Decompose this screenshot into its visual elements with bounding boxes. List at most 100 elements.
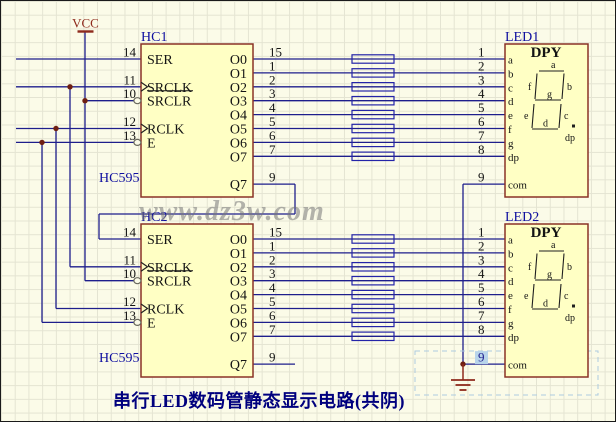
pin-letter-label: d <box>508 276 514 288</box>
pin-letter-label: g <box>508 138 514 150</box>
pin-number-label: 8 <box>478 322 485 337</box>
resistor[interactable] <box>351 151 395 162</box>
pin-letter-label: dp <box>508 332 520 344</box>
pin-number-label: 15 <box>269 225 282 240</box>
segment-line <box>558 103 562 129</box>
pin-letter-label: f <box>508 124 512 136</box>
pin-letter-label: b <box>508 248 514 260</box>
junction-dot <box>460 361 466 367</box>
schematic-title: 串行LED数码管静态显示电路(共阴) <box>113 391 405 411</box>
segment-label: a <box>551 60 556 71</box>
chip-designator-label: HC2 <box>141 210 167 225</box>
pin-letter-label: e <box>508 110 513 122</box>
pin-name-label: SER <box>147 53 173 68</box>
segment-label: b <box>567 82 572 93</box>
pin-name-label: O5 <box>230 123 247 138</box>
hc595-chip-body[interactable] <box>140 223 254 378</box>
inversion-bubble-icon <box>133 318 142 326</box>
pin-name-label: O6 <box>230 136 247 151</box>
seven-segment-display-body[interactable] <box>504 43 589 198</box>
pin-number-label: 13 <box>123 128 136 143</box>
inversion-bubble-icon <box>133 138 142 146</box>
pin-number-label: 4 <box>478 86 485 101</box>
resistor[interactable] <box>351 331 395 342</box>
segment-label: c <box>564 111 569 122</box>
segment-label: c <box>564 291 569 302</box>
clock-edge-icon <box>140 261 149 272</box>
pin-name-label: O7 <box>230 150 247 165</box>
display-designator-label: LED1 <box>505 30 539 45</box>
pin-number-label: 11 <box>123 72 136 87</box>
pin-number-highlight <box>475 351 488 365</box>
pin-name-label: O0 <box>230 53 247 68</box>
resistor[interactable] <box>351 262 395 272</box>
display-part-label: DPY <box>531 45 562 61</box>
resistor[interactable] <box>351 303 395 314</box>
pin-number-label: 7 <box>269 322 276 337</box>
segment-label: a <box>551 240 556 251</box>
pin-letter-label: a <box>508 235 513 247</box>
segment-line <box>534 253 538 280</box>
pin-letter-label: d <box>508 96 514 108</box>
segment-label: b <box>567 262 572 273</box>
pin-name-label: Q7 <box>230 178 247 193</box>
hc595-chip-body[interactable] <box>140 43 254 198</box>
clock-edge-icon <box>140 123 149 134</box>
pin-number-label: 9 <box>478 170 485 185</box>
pin-number-label: 12 <box>123 294 136 309</box>
resistor[interactable] <box>351 248 395 258</box>
seven-segment-display-body[interactable] <box>504 223 589 378</box>
segment-line <box>531 283 535 309</box>
pin-number-label: 7 <box>269 142 276 157</box>
pin-name-label: O1 <box>230 67 247 82</box>
resistor[interactable] <box>351 275 395 286</box>
pin-letter-label: com <box>508 360 527 372</box>
segment-label: g <box>547 90 552 101</box>
segment-label: f <box>528 82 532 93</box>
resistor[interactable] <box>351 109 395 120</box>
resistor[interactable] <box>351 317 395 328</box>
resistor[interactable] <box>351 81 395 92</box>
segment-label: d <box>543 299 548 310</box>
pin-letter-label: e <box>508 290 513 302</box>
segment-label: dp <box>565 313 575 324</box>
segment-label: dp <box>565 133 575 144</box>
pin-number-label: 5 <box>478 100 485 115</box>
resistor[interactable] <box>351 289 395 300</box>
segment-label: d <box>543 119 548 130</box>
resistor[interactable] <box>351 123 395 134</box>
pin-number-label: 11 <box>123 252 136 267</box>
pin-number-label: 2 <box>269 252 276 267</box>
pin-name-label: SER <box>147 233 173 248</box>
junction-dot <box>67 84 73 90</box>
pin-number-label: 14 <box>123 225 137 240</box>
segment-line <box>534 73 538 100</box>
clock-edge-icon <box>140 81 149 92</box>
pin-number-label: 9 <box>269 350 276 365</box>
pin-number-label: 4 <box>269 280 276 295</box>
resistor[interactable] <box>351 137 395 148</box>
pin-number-label: 14 <box>123 45 137 60</box>
resistor[interactable] <box>351 234 395 244</box>
pin-number-label: 3 <box>478 252 485 267</box>
pin-number-label: 1 <box>269 58 276 73</box>
segment-line <box>561 253 565 280</box>
pin-name-label: O2 <box>230 81 247 96</box>
inversion-bubble-icon <box>133 97 142 105</box>
pin-number-label: 7 <box>478 128 485 143</box>
pin-number-label: 6 <box>269 308 276 323</box>
pin-name-label: SRCLR <box>147 95 192 110</box>
pin-name-label: SRCLR <box>147 275 192 290</box>
pin-number-label: 12 <box>123 114 136 129</box>
junction-dot <box>82 98 88 104</box>
resistor[interactable] <box>351 68 395 78</box>
resistor[interactable] <box>351 54 395 64</box>
pin-number-label: 5 <box>269 114 276 129</box>
display-designator-label: LED2 <box>505 210 539 225</box>
resistor[interactable] <box>351 95 395 106</box>
pin-number-label: 5 <box>269 294 276 309</box>
pin-name-label: O4 <box>230 109 247 124</box>
pin-number-label: 3 <box>478 72 485 87</box>
vcc-label: VCC <box>72 16 99 31</box>
